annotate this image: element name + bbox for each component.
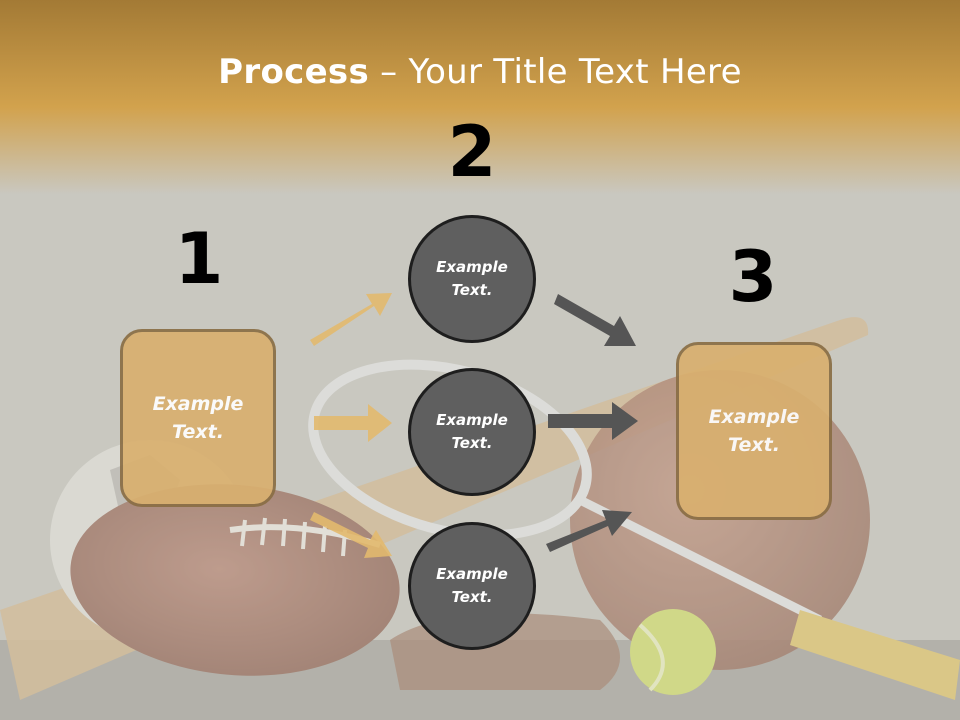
step-number-1: 1 [174,218,224,300]
process-circle-3[interactable]: Example Text. [408,522,536,650]
arrow-to-circle-3 [310,512,392,558]
arrow-to-circle-2 [314,404,392,442]
process-circle-3-text: Example Text. [436,564,508,606]
step-number-3: 3 [728,236,778,318]
arrow-to-circle-1 [310,293,392,346]
process-circle-1-text: Example Text. [436,257,508,299]
start-box-text: Example Text. [152,392,244,444]
page-title: Process – Your Title Text Here [218,52,742,92]
arrow-from-circle-3 [546,510,632,552]
arrow-from-circle-1 [554,294,636,346]
start-box[interactable]: Example Text. [120,329,276,507]
arrow-from-circle-2 [548,402,638,440]
end-box[interactable]: Example Text. [676,342,832,520]
end-box-text: Example Text. [708,405,800,457]
step-number-2: 2 [447,111,497,193]
process-circle-2-text: Example Text. [436,410,508,452]
process-circle-1[interactable]: Example Text. [408,215,536,343]
process-circle-2[interactable]: Example Text. [408,368,536,496]
